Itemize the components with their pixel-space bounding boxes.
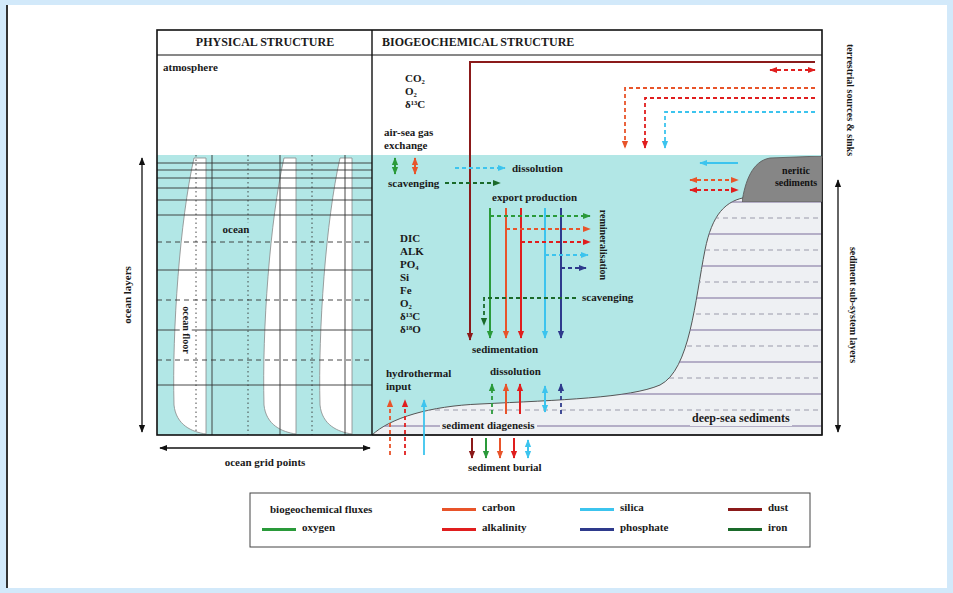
- legend-text: oxygen: [302, 521, 335, 534]
- tracer-label: Fe: [400, 284, 412, 297]
- node-text: neritic sediments: [772, 156, 820, 188]
- axis-label: sediment sub-system layers: [847, 245, 859, 365]
- tracer-label: PO₄: [400, 258, 419, 271]
- region-label: deep-sea sediments: [690, 412, 792, 426]
- gas-label: CO₂: [405, 72, 425, 85]
- process-label: dissolution: [510, 162, 565, 175]
- tracer-label: δ¹³C: [400, 310, 420, 323]
- region-label: ocean floor: [180, 304, 192, 356]
- process-label: export production: [490, 191, 579, 204]
- region-label: ocean: [221, 223, 252, 236]
- legend-heading: biogeochemical fluxes: [268, 503, 374, 516]
- process-label: air-sea gas exchange: [384, 126, 460, 151]
- process-label: scavenging: [580, 291, 635, 304]
- legend-text: iron: [768, 521, 787, 534]
- process-label: scavenging: [386, 177, 441, 190]
- tracer-label: O₂: [400, 297, 412, 310]
- legend-swatch: [580, 528, 614, 531]
- tracer-label: δ¹⁸O: [400, 323, 421, 336]
- legend-swatch: [728, 528, 762, 531]
- neritic-sediment-shape: neritic sediments: [742, 156, 822, 202]
- process-label: remineralisation: [597, 208, 609, 282]
- process-label: hydrothermal input: [384, 367, 460, 392]
- process-label: dissolution: [488, 365, 543, 378]
- legend-text: silica: [620, 501, 644, 514]
- axis-label: terrestrial sources & sinks: [844, 42, 856, 158]
- process-label: sediment diagenesis: [440, 419, 537, 432]
- section-heading: PHYSICAL STRUCTURE: [196, 36, 334, 50]
- layer-label: atmosphere: [163, 61, 218, 74]
- axis-label: ocean layers: [121, 264, 134, 326]
- legend-swatch: [442, 508, 476, 511]
- legend-text: carbon: [482, 501, 515, 514]
- legend-text: phosphate: [620, 521, 668, 534]
- legend-swatch: [442, 528, 476, 531]
- tracer-label: Si: [400, 271, 409, 284]
- tracer-label: ALK: [400, 245, 424, 258]
- legend-swatch: [580, 508, 614, 511]
- tracer-label: DIC: [400, 232, 420, 245]
- gas-label: δ¹³C: [405, 98, 425, 111]
- legend-text: dust: [768, 501, 788, 514]
- axis-label: ocean grid points: [223, 456, 308, 469]
- legend-swatch: [262, 528, 296, 531]
- legend-swatch: [728, 508, 762, 511]
- process-label: sedimentation: [470, 343, 540, 356]
- gas-label: O₂: [405, 85, 417, 98]
- section-heading: BIOGEOCHEMICAL STRUCTURE: [382, 36, 574, 50]
- legend-text: alkalinity: [482, 521, 527, 534]
- process-label: sediment burial: [466, 461, 544, 474]
